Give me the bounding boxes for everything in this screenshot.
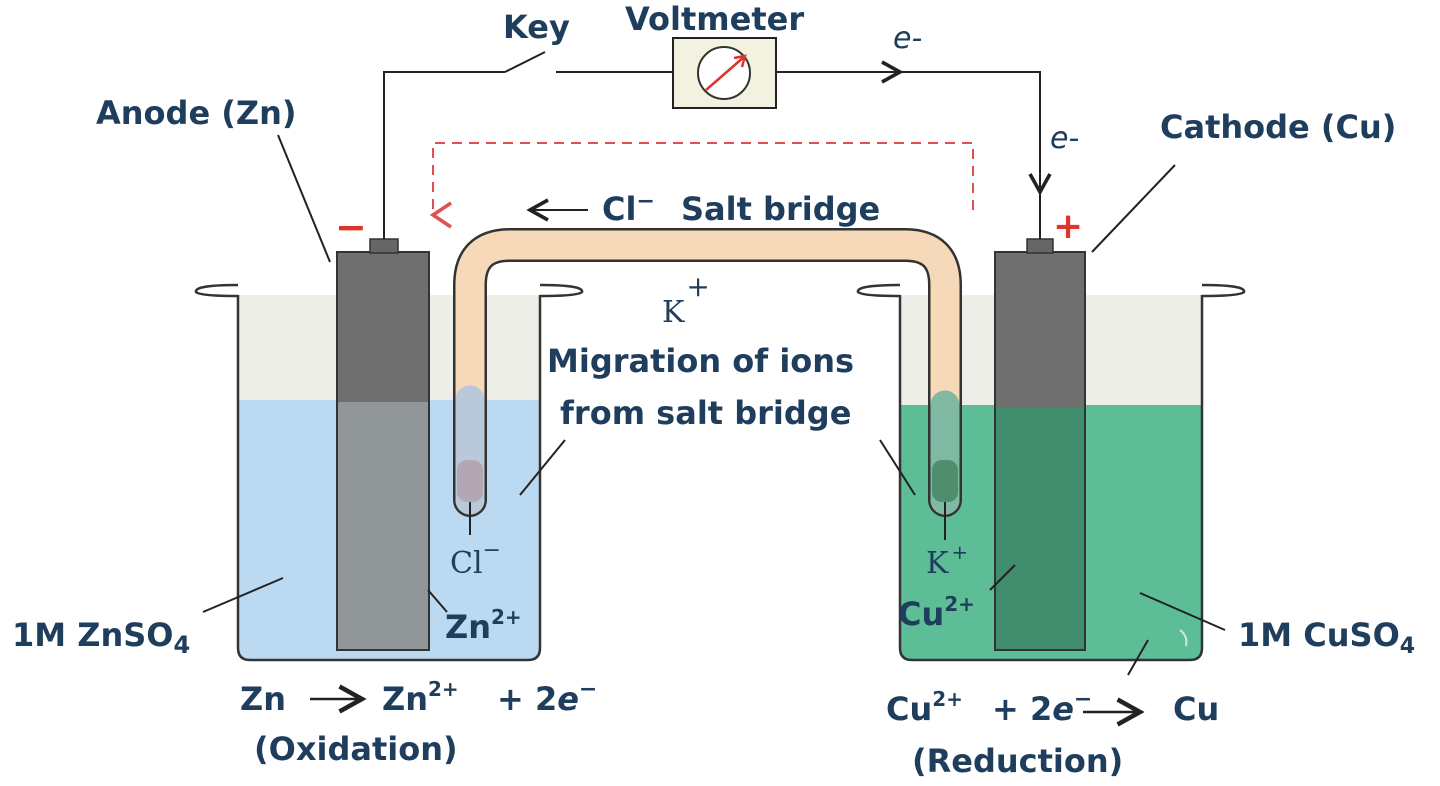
electron-label-top: e- [893, 21, 922, 56]
red-product: Cu [1173, 690, 1219, 728]
ox-reactant: Zn [240, 680, 286, 718]
voltmeter-label: Voltmeter [625, 0, 804, 38]
electron-label-side: e- [1050, 121, 1079, 156]
k-plus-ion: K+ [926, 540, 968, 581]
anode-label: Anode (Zn) [96, 94, 297, 132]
left-beaker-lip [194, 283, 584, 298]
red-reactant: Cu2+ [886, 687, 963, 728]
salt-bridge-cl: Cl− [602, 189, 655, 228]
external-circuit [383, 37, 1052, 239]
cathode-label: Cathode (Cu) [1160, 108, 1396, 146]
salt-bridge-label: Salt bridge [681, 190, 880, 228]
oxidation-label: (Oxidation) [254, 730, 458, 768]
cl-minus-ion: Cl− [450, 538, 501, 581]
migration-line1: Migration of ions [547, 342, 854, 380]
red-electrons: + 2e− [992, 687, 1092, 728]
reduction-label: (Reduction) [912, 742, 1123, 780]
cathode-sign: + [1053, 206, 1083, 247]
cu2-ion: Cu2+ [898, 592, 975, 633]
salt-bridge [453, 228, 962, 517]
zn2-ion: Zn2+ [445, 605, 522, 646]
cu-electrode [994, 238, 1086, 651]
right-bridge-plug [932, 460, 958, 502]
right-beaker-lip [856, 283, 1246, 298]
migration-line2: from salt bridge [560, 394, 851, 432]
zn-electrode [336, 238, 430, 651]
ox-electrons: + 2e− [497, 677, 597, 718]
anode-sign: − [335, 205, 367, 249]
key-label: Key [503, 8, 570, 46]
left-bridge-plug [457, 460, 483, 502]
key-switch [504, 51, 546, 73]
ox-product: Zn2+ [382, 677, 459, 718]
leader-lines [202, 134, 1226, 676]
k-plus-floating: K+ [662, 270, 710, 330]
cu-solution-label: 1M CuSO4 [1238, 616, 1415, 659]
zn-solution-label: 1M ZnSO4 [12, 616, 190, 659]
